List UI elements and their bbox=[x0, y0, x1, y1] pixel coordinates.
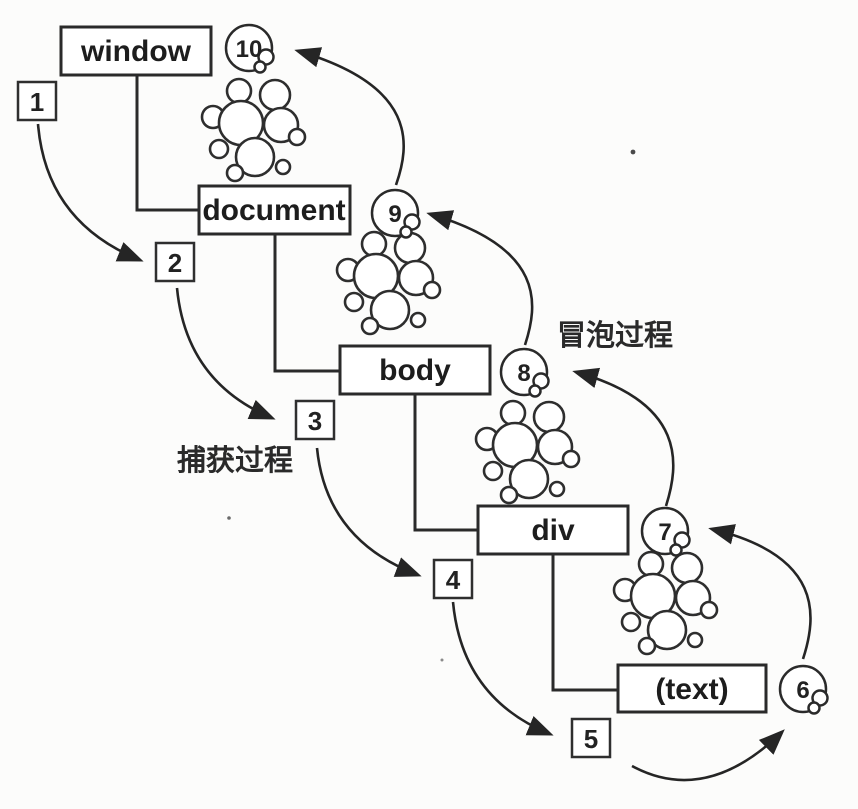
capture-step-2: 2 bbox=[154, 241, 196, 283]
node-document-label: document bbox=[202, 194, 345, 227]
capture-arrows bbox=[36, 123, 785, 782]
capture-step-1-label: 1 bbox=[30, 87, 44, 117]
arrow-step-7-8 bbox=[572, 367, 675, 507]
bubble-step-10: 10 bbox=[224, 23, 275, 74]
bubble-step-markers: 6 7 8 9 10 bbox=[224, 23, 829, 715]
arrow-step-9-10 bbox=[294, 47, 405, 186]
bubble-step-7: 7 bbox=[640, 506, 691, 557]
arrow-step-3-4 bbox=[315, 447, 422, 577]
arrow-step-6-7 bbox=[708, 524, 812, 660]
capture-step-2-label: 2 bbox=[168, 248, 182, 278]
node-window-label: window bbox=[80, 35, 192, 68]
node-document: document bbox=[197, 184, 352, 236]
node-div-label: div bbox=[531, 514, 575, 547]
node-body-label: body bbox=[379, 354, 451, 387]
capture-step-4-label: 4 bbox=[446, 565, 461, 595]
capture-step-markers: 1 2 3 4 5 bbox=[16, 80, 612, 759]
bubble-step-10-label: 10 bbox=[236, 36, 263, 63]
node-div: div bbox=[476, 504, 630, 556]
connector-window-document bbox=[135, 75, 199, 212]
arrow-step-1-2 bbox=[36, 123, 144, 262]
capture-step-1: 1 bbox=[16, 80, 58, 122]
arrow-step-2-3 bbox=[175, 287, 276, 420]
bubble-arrows bbox=[294, 47, 812, 660]
capture-step-5-label: 5 bbox=[584, 724, 598, 754]
connector-document-body bbox=[273, 234, 340, 373]
bubble-step-9: 9 bbox=[370, 188, 421, 239]
node-text-label: (text) bbox=[655, 673, 728, 706]
capture-step-3: 3 bbox=[294, 399, 336, 441]
node-window: window bbox=[59, 25, 213, 77]
capture-step-4: 4 bbox=[432, 558, 474, 600]
arrow-step-4-5 bbox=[451, 601, 554, 736]
arrow-step-8-9 bbox=[426, 210, 534, 346]
bubble-step-7-label: 7 bbox=[658, 519, 671, 546]
bubble-step-8-label: 8 bbox=[517, 360, 530, 387]
dom-nodes: window document body div (text) bbox=[59, 25, 768, 714]
capture-step-3-label: 3 bbox=[308, 406, 322, 436]
bubble-step-6-label: 6 bbox=[796, 677, 809, 704]
bubble-step-6: 6 bbox=[778, 664, 829, 715]
arrow-step-5-6 bbox=[631, 729, 785, 782]
capture-step-5: 5 bbox=[570, 717, 612, 759]
capture-phase-label: 捕获过程 bbox=[177, 444, 293, 477]
node-text: (text) bbox=[616, 663, 768, 714]
node-body: body bbox=[338, 344, 492, 396]
bubble-step-8: 8 bbox=[499, 347, 550, 398]
connector-div-text bbox=[551, 554, 618, 692]
bubble-step-9-label: 9 bbox=[388, 201, 401, 228]
connector-body-div bbox=[413, 394, 478, 532]
bubble-phase-label: 冒泡过程 bbox=[557, 319, 673, 352]
tree-connectors bbox=[135, 75, 618, 692]
scan-noise bbox=[227, 149, 636, 662]
